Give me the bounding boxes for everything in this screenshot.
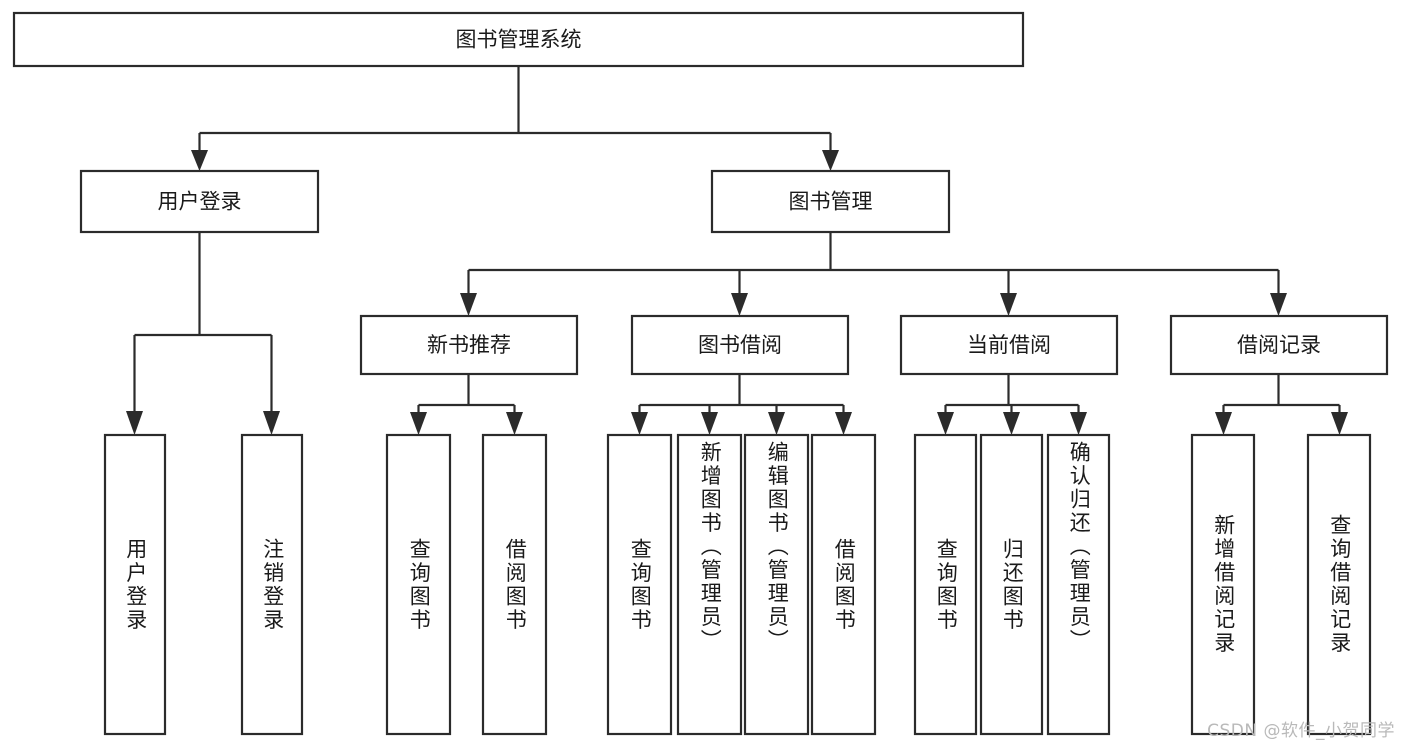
node-box-shape (1169, 314, 1389, 376)
arrow-icon (191, 150, 208, 171)
arrow-icon (506, 412, 523, 435)
arrow-icon (701, 412, 718, 435)
node-box-shape (359, 314, 579, 376)
arrow-icon (1331, 412, 1348, 435)
arrow-icon (1000, 293, 1017, 316)
connector-current-borrow-to-leaves (937, 374, 1087, 435)
arrow-icon (768, 412, 785, 435)
node-box-shape (630, 314, 850, 376)
connector-book-mgmt-to-level2 (460, 232, 1287, 316)
connector-new-book-rec-to-leaves (410, 374, 523, 435)
connector-book-borrow-to-leaves (631, 374, 852, 435)
node-label-root: 图书管理系统 (456, 28, 582, 52)
node-box-shape (79, 169, 320, 234)
node-label-new-book-recommend: 新书推荐 (427, 333, 511, 357)
leaf-box-query-borrow-record[interactable] (1306, 433, 1372, 736)
node-label-user-login: 用户登录 (158, 190, 242, 214)
leaf-boxes-group (103, 433, 1372, 736)
connector-borrow-record-to-leaves (1215, 374, 1348, 435)
leaf-box-confirm-return-admin[interactable] (1046, 433, 1111, 736)
connector-root-to-level1 (191, 66, 839, 171)
arrow-icon (460, 293, 477, 316)
node-label-current-borrow: 当前借阅 (967, 333, 1051, 357)
node-current-borrow[interactable]: 当前借阅 (899, 314, 1119, 376)
leaf-box-add-book-admin[interactable] (676, 433, 743, 736)
arrow-icon (631, 412, 648, 435)
arrow-icon (1215, 412, 1232, 435)
leaf-box-add-borrow-record[interactable] (1190, 433, 1256, 736)
arrow-icon (731, 293, 748, 316)
node-root-system[interactable]: 图书管理系统 (12, 11, 1025, 68)
arrow-icon (1070, 412, 1087, 435)
node-label-book-borrow: 图书借阅 (698, 333, 782, 357)
arrow-icon (822, 150, 839, 171)
connector-user-login-to-leaves (126, 232, 280, 435)
leaf-box-query-book-current[interactable] (913, 433, 978, 736)
node-box-shape (710, 169, 951, 234)
watermark-text: CSDN @软件_小贺同学 (1207, 721, 1395, 741)
node-label-borrow-record: 借阅记录 (1237, 333, 1321, 357)
node-borrow-record[interactable]: 借阅记录 (1169, 314, 1389, 376)
arrow-icon (1270, 293, 1287, 316)
node-new-book-recommend[interactable]: 新书推荐 (359, 314, 579, 376)
node-label-book-management: 图书管理 (789, 190, 873, 214)
arrow-icon (1003, 412, 1020, 435)
node-box-shape (899, 314, 1119, 376)
arrow-icon (410, 412, 427, 435)
arrow-icon (835, 412, 852, 435)
leaf-box-borrow-book-rec[interactable] (481, 433, 548, 736)
leaf-box-query-book-rec[interactable] (385, 433, 452, 736)
leaf-box-user-login[interactable] (103, 433, 167, 736)
arrow-icon (126, 411, 143, 435)
leaf-box-borrow-book[interactable] (810, 433, 877, 736)
arrow-icon (263, 411, 280, 435)
leaf-box-edit-book-admin[interactable] (743, 433, 810, 736)
node-book-management[interactable]: 图书管理 (710, 169, 951, 234)
node-box-shape (12, 11, 1025, 68)
arrow-icon (937, 412, 954, 435)
node-user-login[interactable]: 用户登录 (79, 169, 320, 234)
leaf-box-query-book-borrow[interactable] (606, 433, 673, 736)
leaf-box-logout[interactable] (240, 433, 304, 736)
node-book-borrow[interactable]: 图书借阅 (630, 314, 850, 376)
leaf-box-return-book[interactable] (979, 433, 1044, 736)
